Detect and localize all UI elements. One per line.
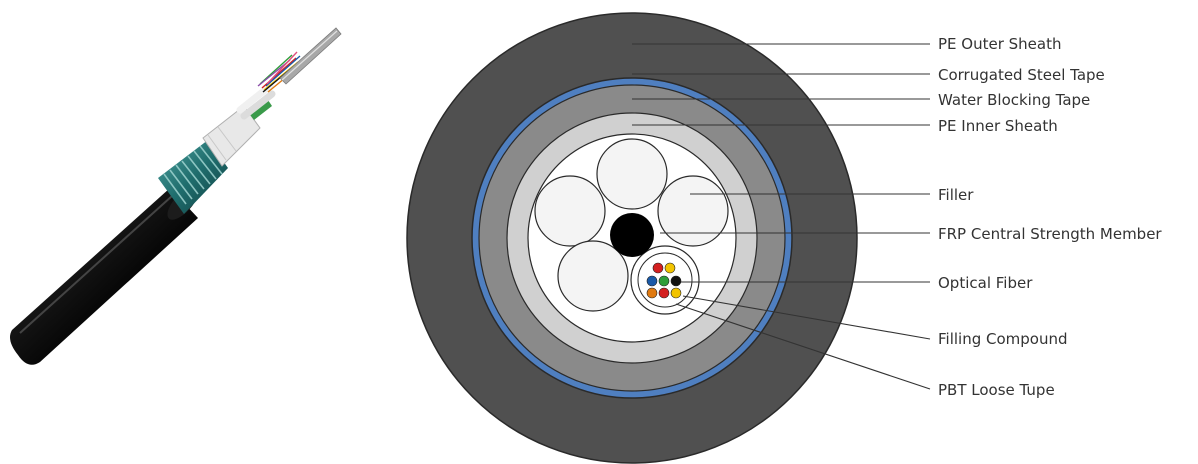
label-frp-central-strength-member: FRP Central Strength Member xyxy=(938,225,1162,243)
frp-central-strength-member xyxy=(610,213,654,257)
optical-fiber xyxy=(659,288,669,298)
labels: PE Outer Sheath Corrugated Steel Tape Wa… xyxy=(938,35,1162,399)
optical-fiber xyxy=(671,276,681,286)
label-corrugated-steel-tape: Corrugated Steel Tape xyxy=(938,66,1105,84)
label-pe-inner-sheath: PE Inner Sheath xyxy=(938,117,1058,135)
optical-fiber xyxy=(653,263,663,273)
filler xyxy=(597,139,667,209)
cable-illustration xyxy=(10,28,341,365)
label-water-blocking-tape: Water Blocking Tape xyxy=(938,91,1090,109)
optical-fiber xyxy=(659,276,669,286)
optical-fiber xyxy=(647,276,657,286)
optical-fiber xyxy=(647,288,657,298)
label-pbt-loose-tube: PBT Loose Tupe xyxy=(938,381,1055,399)
cross-section xyxy=(407,13,857,463)
filler xyxy=(658,176,728,246)
label-pe-outer-sheath: PE Outer Sheath xyxy=(938,35,1062,53)
central-rod xyxy=(280,28,341,84)
optical-fiber xyxy=(665,263,675,273)
optical-fiber xyxy=(671,288,681,298)
filler xyxy=(535,176,605,246)
label-filler: Filler xyxy=(938,186,974,204)
label-filling-compound: Filling Compound xyxy=(938,330,1068,348)
label-optical-fiber: Optical Fiber xyxy=(938,274,1033,292)
